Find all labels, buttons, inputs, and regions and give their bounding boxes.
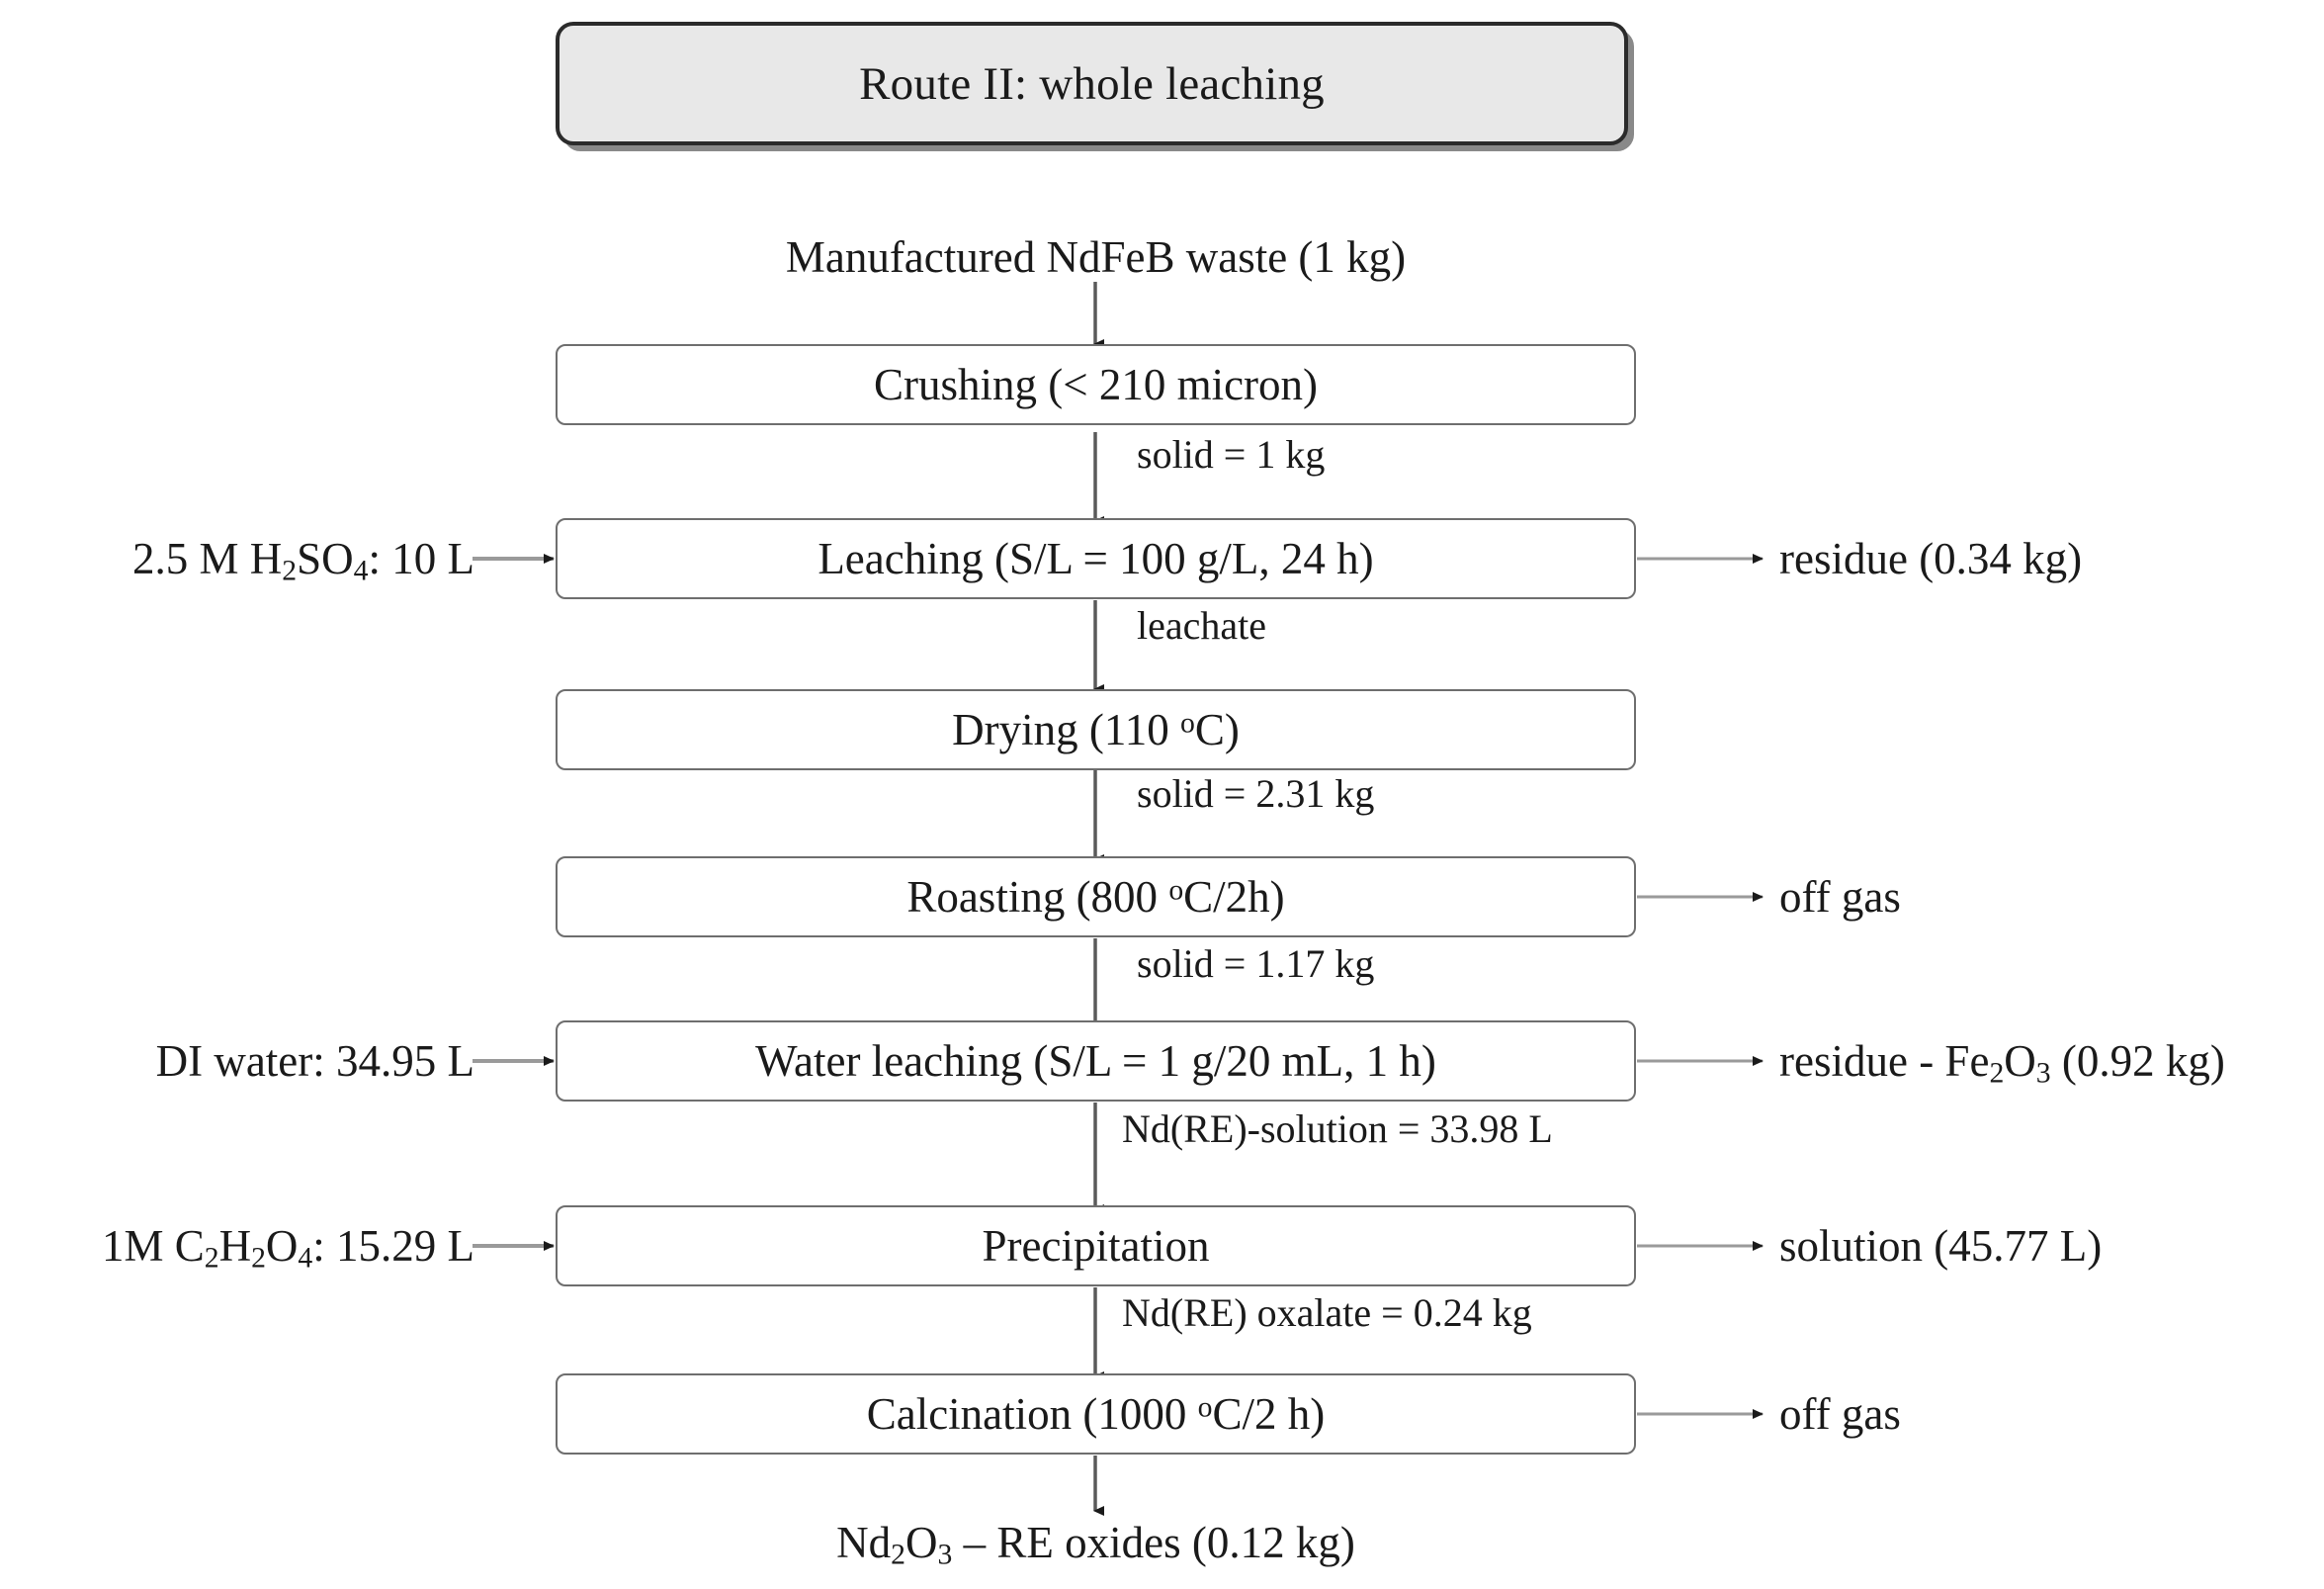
stream-label-crushing-out: solid = 1 kg (1137, 432, 1326, 477)
process-label-precipitation: Precipitation (982, 1221, 1210, 1271)
process-box-drying[interactable]: Drying (110 oC) (556, 689, 1636, 770)
output-label-roasting-offgas: off gas (1779, 872, 1901, 922)
process-label-leaching: Leaching (S/L = 100 g/L, 24 h) (818, 534, 1374, 583)
stream-label-leachate: leachate (1137, 603, 1266, 648)
process-box-precipitation[interactable]: Precipitation (556, 1205, 1636, 1286)
stream-label-drying-out: solid = 2.31 kg (1137, 771, 1375, 816)
final-product-label: Nd2O3 – RE oxides (0.12 kg) (836, 1518, 1355, 1571)
route-title-text: Route II: whole leaching (859, 57, 1325, 110)
process-label-water-leaching: Water leaching (S/L = 1 g/20 mL, 1 h) (755, 1036, 1436, 1086)
process-label-crushing: Crushing (< 210 micron) (873, 360, 1319, 409)
process-label-calcination: Calcination (1000 oC/2 h) (866, 1389, 1326, 1439)
process-box-water-leaching[interactable]: Water leaching (S/L = 1 g/20 mL, 1 h) (556, 1020, 1636, 1102)
input-label-di-water: DI water: 34.95 L (155, 1036, 474, 1086)
input-label-sulfuric-acid: 2.5 M H2SO4: 10 L (132, 534, 474, 587)
input-label-oxalic-acid: 1M C2H2O4: 15.29 L (101, 1221, 474, 1275)
stream-label-nd-re-solution: Nd(RE)-solution = 33.98 L (1122, 1106, 1553, 1151)
input-feed-label: Manufactured NdFeB waste (1 kg) (785, 232, 1407, 282)
process-box-leaching[interactable]: Leaching (S/L = 100 g/L, 24 h) (556, 518, 1636, 599)
process-box-calcination[interactable]: Calcination (1000 oC/2 h) (556, 1373, 1636, 1455)
process-label-roasting: Roasting (800 oC/2h) (906, 872, 1285, 922)
output-label-precip-solution: solution (45.77 L) (1779, 1221, 2103, 1271)
process-box-crushing[interactable]: Crushing (< 210 micron) (556, 344, 1636, 425)
stream-label-nd-re-oxalate: Nd(RE) oxalate = 0.24 kg (1122, 1290, 1532, 1335)
route-title-box: Route II: whole leaching (556, 22, 1628, 145)
process-box-roasting[interactable]: Roasting (800 oC/2h) (556, 856, 1636, 937)
output-label-fe2o3-residue: residue - Fe2O3 (0.92 kg) (1779, 1036, 2225, 1090)
process-label-drying: Drying (110 oC) (952, 705, 1240, 754)
output-label-leach-residue: residue (0.34 kg) (1779, 534, 2083, 583)
output-label-calcination-offgas: off gas (1779, 1389, 1901, 1439)
stream-label-roasting-out: solid = 1.17 kg (1137, 941, 1375, 986)
